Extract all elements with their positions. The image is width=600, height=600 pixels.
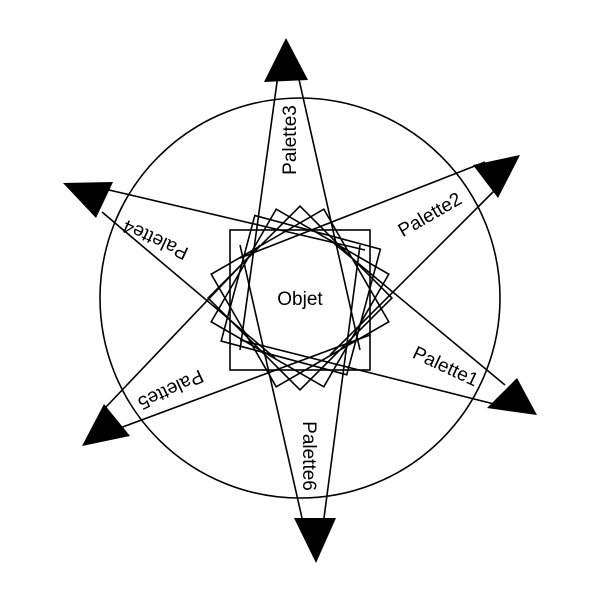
palette4-arrowhead [63,182,113,218]
palette3-line-left [239,74,279,351]
palette3-spoke[interactable]: Palette3 [239,38,361,351]
palette6-line-right [323,244,361,519]
palette2-line-top [239,161,486,259]
palette1-spoke[interactable]: Palette1 [239,239,537,415]
palette3-label: Palette3 [280,105,301,175]
palette4-line-top [91,185,366,251]
palette2-label: Palette2 [395,189,466,242]
palette6-label: Palette6 [298,421,319,491]
center-label: Objet [277,289,323,310]
palette6-spoke[interactable]: Palette6 [239,244,361,563]
palette5-label: Palette5 [134,365,206,414]
palette2-line-bottom [329,184,501,356]
palette4-label: Palette4 [119,215,191,264]
center-square-rotated-d [210,208,390,388]
palette5-arrowhead [82,404,130,446]
palette5-line-top [105,244,261,408]
palette6-line-left [239,244,303,519]
palette3-arrowhead [264,38,308,82]
palette6-arrowhead [294,518,336,563]
palette1-line-bottom [239,339,499,406]
palette2-arrowhead [473,155,520,198]
palette1-line-top [329,239,506,386]
palette3-line-right [297,74,361,351]
palette5-spoke[interactable]: Palette5 [82,244,371,446]
palette4-line-bottom [101,211,276,359]
center-square [229,229,371,371]
palette5-line-bottom [119,334,371,429]
outer-circle [99,97,501,499]
palette1-label: Palette1 [409,343,481,392]
palette4-spoke[interactable]: Palette4 [63,182,366,359]
palette2-spoke[interactable]: Palette2 [239,155,520,356]
palette1-arrowhead [487,378,537,415]
